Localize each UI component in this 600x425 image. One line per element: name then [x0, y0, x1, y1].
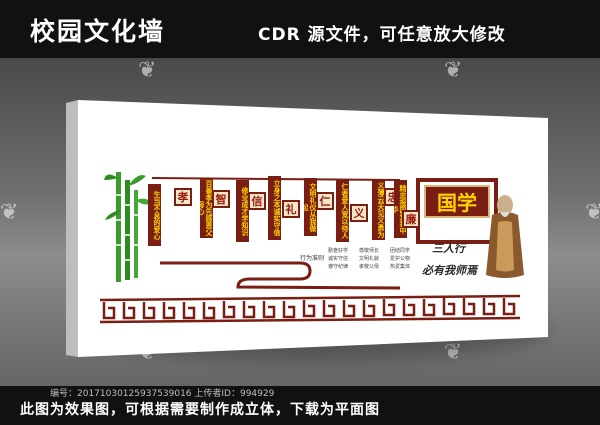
panel-text-zhong: 精忠报国爱我中华	[394, 180, 407, 238]
quote-line-1: 三人行	[432, 242, 465, 255]
rule-item: 热爱集体	[390, 264, 411, 270]
watermark-leaf-icon: ❦	[444, 58, 463, 83]
rule-item: 尊敬师长	[359, 248, 380, 254]
scroll-wave	[160, 261, 401, 290]
rules-title: 行为准则	[300, 255, 325, 262]
rule-item: 文明礼貌	[359, 256, 380, 262]
rule-item: 勤奋好学	[328, 248, 349, 254]
panel-text-xin: 立身之本诚实守信	[268, 176, 281, 240]
watermark-leaf-icon: ❦	[138, 58, 157, 83]
virtue-ren: 仁	[316, 192, 334, 210]
virtue-lian: 廉	[402, 210, 420, 228]
board-side	[66, 100, 78, 357]
virtue-yi: 义	[350, 204, 368, 222]
panel-text-zhi: 修业成才学知识	[236, 180, 249, 242]
banner-note: CDR 源文件，可任意放大修改	[258, 25, 506, 45]
rule-item: 孝敬父母	[359, 264, 380, 270]
bamboo-icon	[104, 172, 152, 282]
quote-line-2: 必有我师焉	[422, 264, 477, 277]
fret-border-pattern	[99, 294, 521, 324]
panel-text-yi: 义薄云天见义勇为	[372, 180, 385, 240]
rules-grid: 勤奋好学 尊敬师长 团结同学 诚实守信 文明礼貌 爱护公物 遵守纪律 孝敬父母 …	[328, 247, 418, 270]
confucius-figure-icon	[486, 195, 524, 278]
panel-text-xiao: 百善孝为先感恩父母心	[200, 178, 213, 238]
rule-item: 诚实守信	[328, 256, 349, 262]
panel-text-li: 文明礼仪从我做起	[304, 178, 317, 236]
watermark-leaf-icon: ❦	[444, 340, 463, 365]
virtue-xin: 信	[248, 192, 266, 210]
side-slogan: 生当不息的爱心	[148, 184, 161, 246]
rule-item: 爱护公物	[390, 256, 411, 262]
virtue-xiao: 孝	[174, 188, 192, 206]
watermark-leaf-icon: ❦	[0, 200, 19, 225]
panel-text-ren: 仁者爱人宽以待人	[336, 180, 349, 242]
rule-item: 遵守纪律	[328, 264, 349, 270]
image-id-text: 编号：20171030125937539016 上传者ID：994929	[50, 389, 275, 399]
top-banner: 校园文化墙 CDR 源文件，可任意放大修改	[0, 0, 600, 58]
rule-item: 团结同学	[390, 248, 411, 254]
confucius-quote: 三人行 必有我师焉	[422, 240, 477, 278]
bottom-banner	[0, 386, 600, 425]
watermark-leaf-icon: ❦	[585, 200, 600, 225]
virtue-li: 礼	[282, 200, 300, 218]
bottom-note: 此图为效果图，可根据需要制作成立体，下载为平面图	[20, 402, 380, 418]
virtue-zhi: 智	[212, 190, 230, 208]
guoxue-sign: 国学	[424, 185, 490, 218]
banner-title: 校园文化墙	[30, 17, 166, 46]
